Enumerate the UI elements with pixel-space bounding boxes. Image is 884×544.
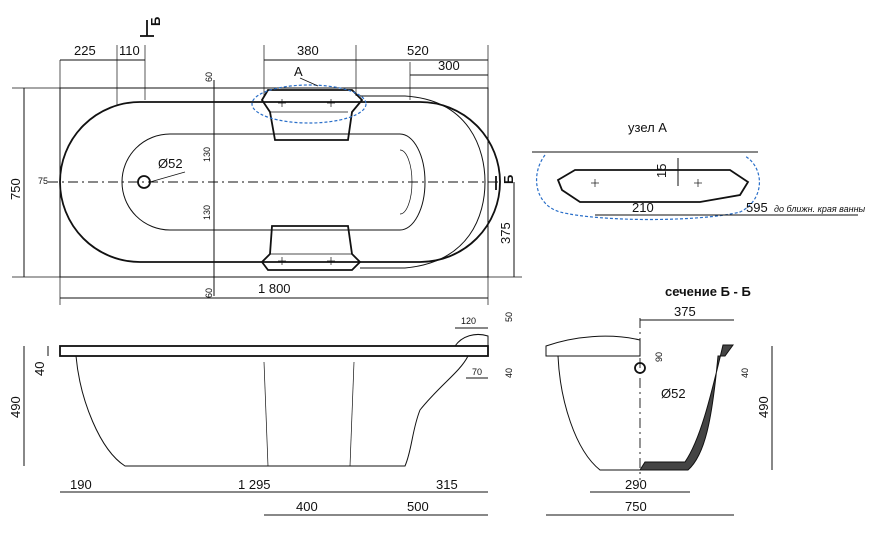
side-dim-120: 120 [461, 316, 476, 326]
section-mark-top-label: Б [148, 17, 163, 26]
section-dim-490: 490 [756, 396, 771, 418]
side-dim-50: 50 [504, 312, 514, 322]
drain-leader [149, 171, 186, 183]
node-note: до ближн. края ванны [774, 204, 866, 214]
side-body [75, 355, 469, 467]
dim-110: 110 [119, 43, 140, 58]
node-a-detail: узел А 15 210 595 до ближн. края ванны [532, 120, 866, 221]
side-view: 40 490 120 50 70 40 190 1 295 315 400 50… [8, 312, 514, 516]
node-dim-15: 15 [654, 164, 669, 178]
side-dim-190: 190 [70, 477, 92, 492]
section-title: сечение Б - Б [665, 284, 751, 299]
callout-a-circle [251, 84, 367, 124]
dim-300: 300 [438, 58, 460, 73]
section-drain [634, 362, 646, 374]
side-dim-40-left: 40 [32, 362, 47, 376]
handle-bottom [260, 225, 362, 271]
section-dim-90: 90 [654, 352, 664, 362]
tub-rim [59, 101, 501, 263]
dim-1800: 1 800 [258, 281, 291, 296]
side-dim-40-right: 40 [504, 368, 514, 378]
callout-a-label: А [294, 64, 303, 79]
section-mark-right-label: Б [501, 175, 516, 184]
dim-380: 380 [297, 43, 319, 58]
section-view: сечение Б - Б Ø52 90 375 40 490 290 750 [545, 284, 773, 516]
side-dim-490: 490 [8, 396, 23, 418]
section-dim-375: 375 [674, 304, 696, 319]
section-rim-left [545, 335, 641, 357]
handle-top [260, 89, 364, 141]
dim-520: 520 [407, 43, 429, 58]
section-dim-40: 40 [740, 368, 750, 378]
section-dim-750: 750 [625, 499, 647, 514]
side-dim-70: 70 [472, 367, 482, 377]
section-dim-290: 290 [625, 477, 647, 492]
dim-750-left: 750 [8, 178, 23, 200]
side-dim-1295: 1 295 [238, 477, 271, 492]
tub-basin [121, 133, 426, 231]
side-headrest [454, 333, 489, 347]
plan-view: Ø52 А 225 110 380 520 300 [8, 17, 522, 305]
dim-130-bottom: 130 [202, 205, 212, 220]
section-wall-right [639, 344, 734, 471]
node-a-callout-circle [536, 154, 760, 221]
section-body-left [557, 355, 640, 471]
side-dim-500: 500 [407, 499, 429, 514]
dim-60-top: 60 [204, 72, 214, 82]
section-dim-d52: Ø52 [661, 386, 686, 401]
node-a-title: узел А [628, 120, 667, 135]
node-dim-595: 595 [746, 200, 768, 215]
handle-top-screw-icon [278, 99, 335, 107]
handle-bottom-screw-icon [278, 257, 335, 265]
tub-outline-rect [59, 87, 489, 278]
side-dim-400: 400 [296, 499, 318, 514]
dim-130-top: 130 [202, 147, 212, 162]
dim-75: 75 [38, 176, 48, 186]
dim-375-right: 375 [498, 222, 513, 244]
side-dim-315: 315 [436, 477, 458, 492]
dim-225: 225 [74, 43, 96, 58]
node-a-handle [556, 169, 750, 203]
dim-60-bottom: 60 [204, 288, 214, 298]
tub-outer-sweep [360, 95, 486, 269]
node-dim-210: 210 [632, 200, 654, 215]
side-rim [59, 345, 489, 357]
diam-52-label: Ø52 [158, 156, 183, 171]
